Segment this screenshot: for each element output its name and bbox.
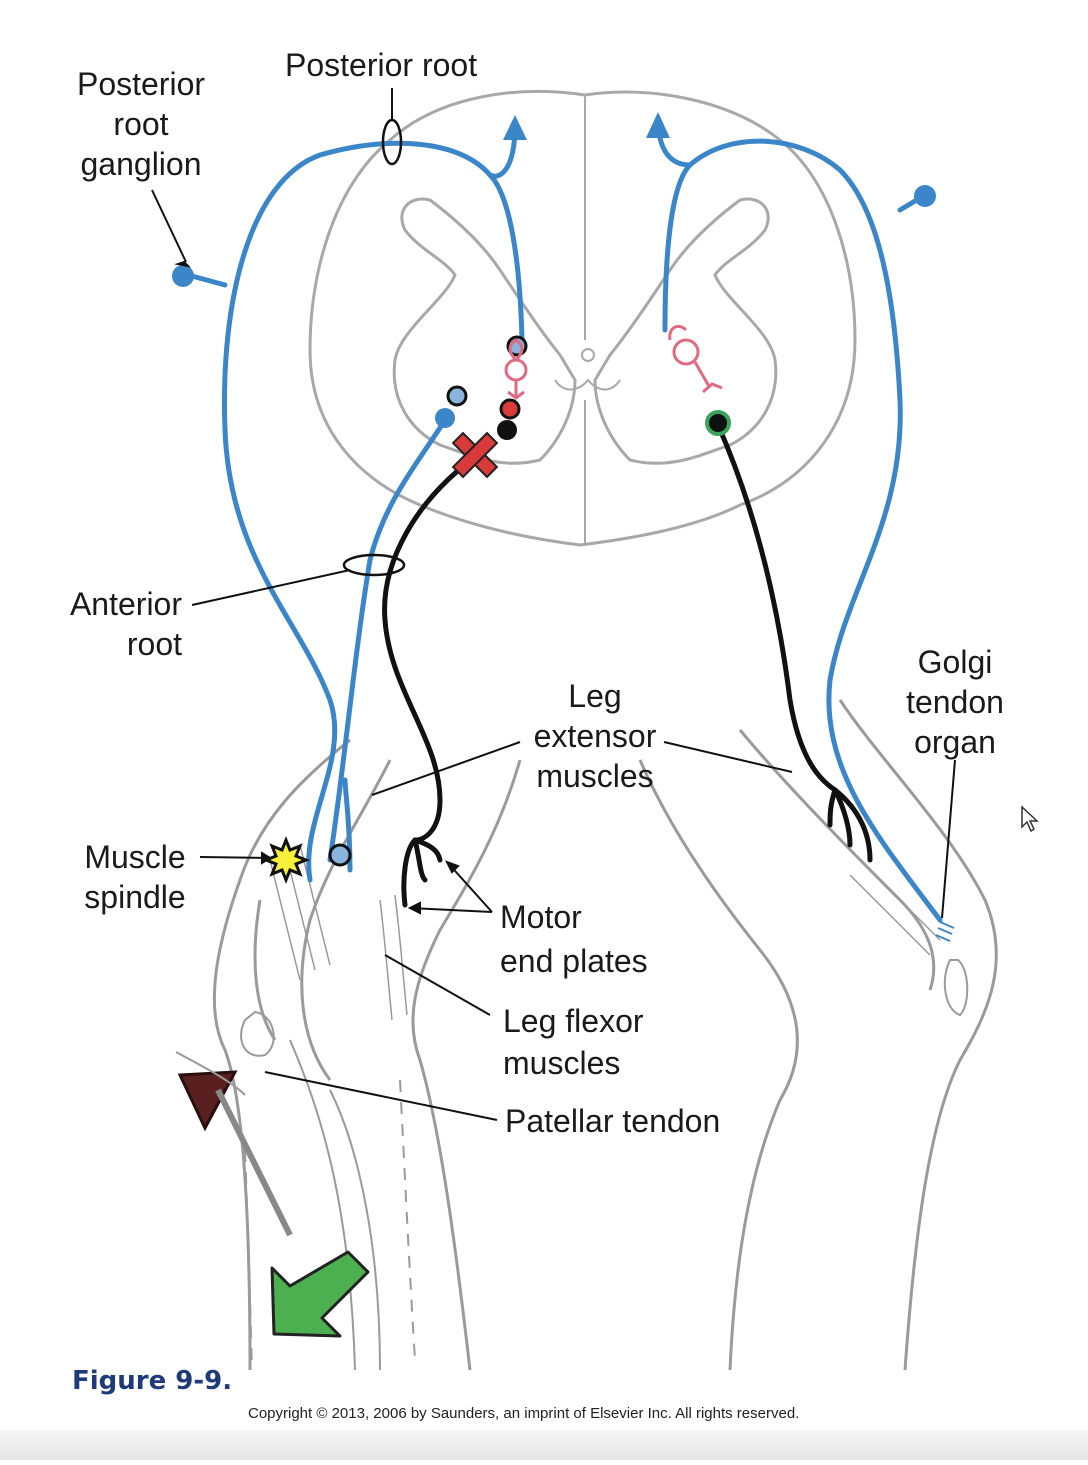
leader-lines (151, 88, 956, 1121)
muscle-spindle-icon (261, 835, 311, 885)
sensory-terminal (435, 408, 455, 428)
label-line: tendon (906, 684, 1004, 720)
interneurons (504, 324, 723, 400)
label-posterior-root-ganglion: Posterior root ganglion (66, 64, 216, 184)
figure-label: Figure 9-9. (72, 1366, 233, 1396)
spinal-cord-cross-section (308, 90, 857, 547)
motor-neuron-soma-right (705, 410, 731, 436)
posterior-root-ganglion-cell (172, 265, 194, 287)
label-line: Anterior (69, 586, 182, 622)
label-golgi-tendon-organ: Golgi tendon organ (895, 642, 1015, 762)
legs-outline (212, 699, 998, 1371)
motor-neurons (382, 422, 873, 908)
label-line: Muscle (84, 839, 186, 875)
motor-neuron-soma-left (497, 420, 517, 440)
label-line: ganglion (80, 146, 202, 182)
label-muscle-spindle: Muscle spindle (74, 837, 196, 917)
inhibition-x-icon (451, 431, 499, 479)
label-line: spindle (84, 879, 186, 915)
golgi-afferent-ganglion-cell (914, 185, 936, 207)
label-line: Golgi (917, 644, 993, 680)
synapse-bulb (499, 398, 521, 420)
anterior-root-ring (342, 553, 406, 577)
synapse-bulb (328, 843, 352, 867)
label-anterior-root: Anterior root (50, 584, 182, 664)
label-line: muscles (503, 1045, 621, 1081)
stretch-arrow-icon (270, 1250, 370, 1338)
label-leg-flexor-muscles: Leg flexor muscles (503, 1000, 644, 1084)
copyright-notice: Copyright © 2013, 2006 by Saunders, an i… (248, 1405, 800, 1422)
ascending-arrowheads (503, 112, 670, 140)
label-line: Motor (500, 899, 582, 935)
golgi-tendon-organ-icon (935, 921, 955, 942)
label-line: Leg flexor (503, 1003, 644, 1039)
mouse-cursor-icon (1021, 805, 1039, 833)
label-line: muscles (536, 758, 654, 794)
label-line: extensor (533, 718, 657, 754)
label-motor-end-plates: Motor end plates (500, 895, 648, 983)
label-line: root (126, 626, 182, 662)
synapse-bulb (446, 385, 468, 407)
label-patellar-tendon: Patellar tendon (505, 1103, 721, 1139)
footer-band (0, 1430, 1088, 1460)
label-line: root (113, 106, 169, 142)
sensory-neurons (185, 122, 943, 923)
label-posterior-root: Posterior root (285, 47, 478, 83)
label-line: end plates (500, 943, 648, 979)
label-line: Leg (568, 678, 622, 714)
reflex-hammer-icon (175, 1051, 293, 1237)
label-line: Posterior (76, 66, 206, 102)
label-line: organ (914, 724, 996, 760)
label-leg-extensor-muscles: Leg extensor muscles (520, 676, 670, 796)
